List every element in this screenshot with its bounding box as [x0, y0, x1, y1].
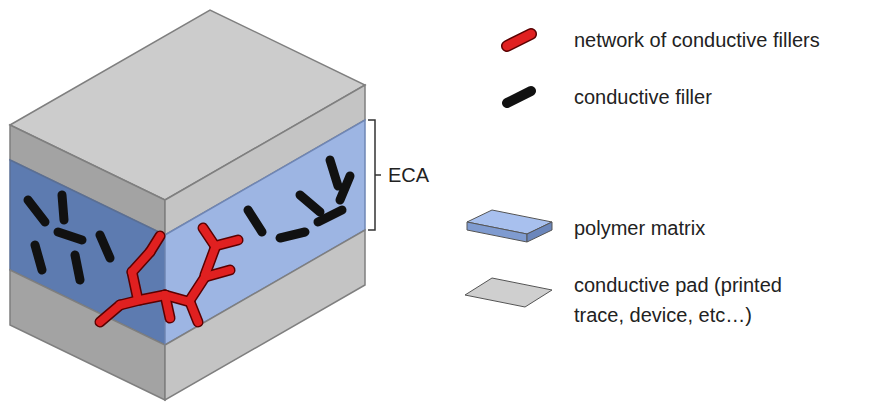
label-text: ECA	[388, 160, 429, 190]
legend-red-filler-outline	[507, 34, 531, 46]
filler-network	[165, 295, 170, 318]
legend-entry: conductive filler	[574, 82, 829, 112]
filler-network-outline	[132, 272, 138, 300]
legend-entry: conductive pad (printed trace, device, e…	[574, 270, 829, 330]
legend-black-filler	[507, 91, 531, 103]
filler-network	[132, 272, 138, 300]
filler-network-outline	[215, 240, 238, 246]
legend-pad-sample	[465, 278, 552, 307]
filler-network	[215, 240, 238, 246]
conductive-filler	[35, 245, 42, 270]
legend-text: network of conductive fillers	[574, 25, 829, 55]
conductive-filler	[58, 232, 82, 240]
legend-text: conductive filler	[574, 82, 829, 112]
conductive-filler	[318, 210, 342, 222]
bottom-pad-left	[10, 270, 165, 400]
legend-text: polymer matrix	[574, 213, 829, 243]
conductive-filler	[75, 255, 80, 280]
conductive-filler	[300, 195, 320, 212]
conductive-filler	[28, 200, 45, 222]
filler-network	[190, 302, 198, 322]
filler-network-outline	[150, 236, 160, 252]
legend-entry: network of conductive fillers	[574, 25, 829, 55]
filler-network-outline	[190, 277, 205, 300]
eca-bracket	[368, 120, 381, 230]
conductive-filler	[248, 210, 262, 232]
filler-group	[28, 160, 350, 322]
filler-network-outline	[190, 302, 198, 322]
conductive-filler	[62, 195, 64, 220]
filler-network-outline	[132, 252, 150, 272]
conductive-filler	[280, 232, 305, 238]
legend-entry: polymer matrix	[574, 213, 829, 243]
legend-red-filler	[507, 34, 531, 46]
legend-text: conductive pad (printed trace, device, e…	[574, 270, 829, 330]
filler-network	[150, 236, 160, 252]
conductive-filler	[340, 176, 350, 200]
filler-network	[132, 252, 150, 272]
conductive-filler	[100, 235, 110, 258]
filler-network-outline	[165, 295, 170, 318]
layer-label: ECA	[388, 160, 429, 190]
filler-network	[205, 248, 215, 275]
conductive-filler	[330, 160, 338, 186]
legend-slab-side	[527, 222, 552, 242]
filler-network	[190, 277, 205, 300]
legend-slab-front	[467, 222, 527, 242]
bottom-pad-right	[165, 230, 365, 400]
